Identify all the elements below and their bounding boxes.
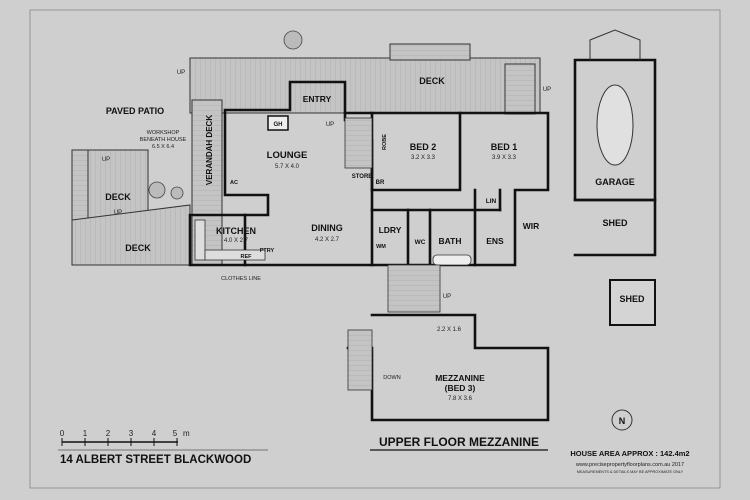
deck-label: DECK <box>419 76 445 86</box>
house-walls <box>188 80 550 267</box>
entry-label: ENTRY <box>303 94 332 104</box>
deck-stairs-right <box>504 63 536 115</box>
up-label: UP <box>114 210 122 216</box>
up-label: UP <box>177 70 185 76</box>
wc-label: WC <box>415 239 426 246</box>
lounge-label: LOUNGE <box>267 150 308 161</box>
bed1-label: BED 1 <box>491 142 518 152</box>
wir-label: WIR <box>523 221 540 231</box>
down-label: DOWN <box>383 375 400 381</box>
garage-label: GARAGE <box>595 177 635 187</box>
dining-label: DINING <box>311 223 343 233</box>
mezzanine-bed3-label: (BED 3) <box>445 383 476 393</box>
internal-stairs <box>344 117 373 169</box>
scale-tick-label: 5 <box>173 429 178 438</box>
verandah-deck-label: VERANDAH DECK <box>205 115 214 185</box>
up-label: UP <box>102 157 110 163</box>
address-title: 14 ALBERT STREET BLACKWOOD <box>60 454 251 466</box>
kitchen-dimensions: 4.0 X 2.7 <box>224 238 249 244</box>
scale-tick-label: 4 <box>152 429 157 438</box>
website-credit: www.precisepropertyfloorplans.com.au 201… <box>575 462 684 468</box>
gas-heater <box>267 115 289 131</box>
paved-patio-label: PAVED PATIO <box>106 106 164 116</box>
up-label: UP <box>326 122 334 128</box>
store-label: STORE <box>352 174 373 180</box>
mezzanine-small-dimensions: 2.2 X 1.6 <box>437 327 462 333</box>
page-border <box>29 9 721 489</box>
shed-label: SHED <box>602 218 628 228</box>
laundry-label: LDRY <box>379 225 402 235</box>
tree-icon <box>148 181 166 199</box>
br-label: BR <box>376 180 385 186</box>
up-label: UP <box>443 294 451 300</box>
gh-label: GH <box>274 122 283 128</box>
tree-icon <box>283 30 303 50</box>
house-area: HOUSE AREA APPROX : 142.4m2 <box>570 449 689 458</box>
scale-tick-label: 0 <box>60 429 65 438</box>
mezzanine-dimensions: 7.8 X 3.6 <box>448 396 473 402</box>
bed1-dimensions: 3.9 X 3.3 <box>492 155 517 161</box>
top-deck <box>189 57 541 114</box>
kitchen-label: KITCHEN <box>216 226 256 236</box>
bath-label: BATH <box>439 236 462 246</box>
ac-label: AC <box>230 180 238 186</box>
mezzanine-stairs <box>347 329 373 391</box>
workshop-label-2: BENEATH HOUSE <box>140 137 187 143</box>
linen-label: LIN <box>486 198 497 205</box>
lounge-dimensions: 5.7 X 4.0 <box>275 164 300 170</box>
shed-building <box>609 279 656 326</box>
clothes-line-label: CLOTHES LINE <box>221 276 261 282</box>
mezzanine-label: MEZZANINE <box>435 373 485 383</box>
kitchen-bench <box>194 219 206 261</box>
scale-tick-label: 3 <box>129 429 134 438</box>
pantry-label: PTRY <box>260 248 275 254</box>
stair-to-mezzanine <box>387 264 441 313</box>
bed2-dimensions: 3.2 X 3.3 <box>411 155 436 161</box>
tree-icon <box>170 186 184 200</box>
left-deck-label: DECK <box>105 192 131 202</box>
disclaimer: MEASUREMENTS & DETAILS MAY BE APPROXIMAT… <box>577 470 684 474</box>
left-deck <box>87 149 149 221</box>
washing-machine-label: WM <box>376 244 386 250</box>
workshop-label-3: 6.5 X 6.4 <box>152 144 174 150</box>
bathtub <box>432 254 472 266</box>
workshop-label-1: WORKSHOP <box>147 130 180 136</box>
ensuite-label: ENS <box>486 236 504 246</box>
fridge-label: REF <box>241 254 253 260</box>
up-label: UP <box>543 87 551 93</box>
top-deck-extension <box>389 43 471 61</box>
car-icon <box>596 84 634 166</box>
scale-tick-label: 2 <box>106 429 111 438</box>
lower-deck-label: DECK <box>125 243 151 253</box>
shed-outbuilding-label: SHED <box>619 294 645 304</box>
north-label: N <box>619 416 626 426</box>
robe-label: ROBE <box>382 134 388 150</box>
dining-dimensions: 4.2 X 2.7 <box>315 237 340 243</box>
scale-unit: m <box>183 429 190 438</box>
scale-tick-label: 1 <box>83 429 88 438</box>
north-arrow-icon <box>611 409 633 431</box>
bed2-label: BED 2 <box>410 142 437 152</box>
scale-bar <box>61 438 178 446</box>
floor-title: UPPER FLOOR MEZZANINE <box>379 435 539 449</box>
